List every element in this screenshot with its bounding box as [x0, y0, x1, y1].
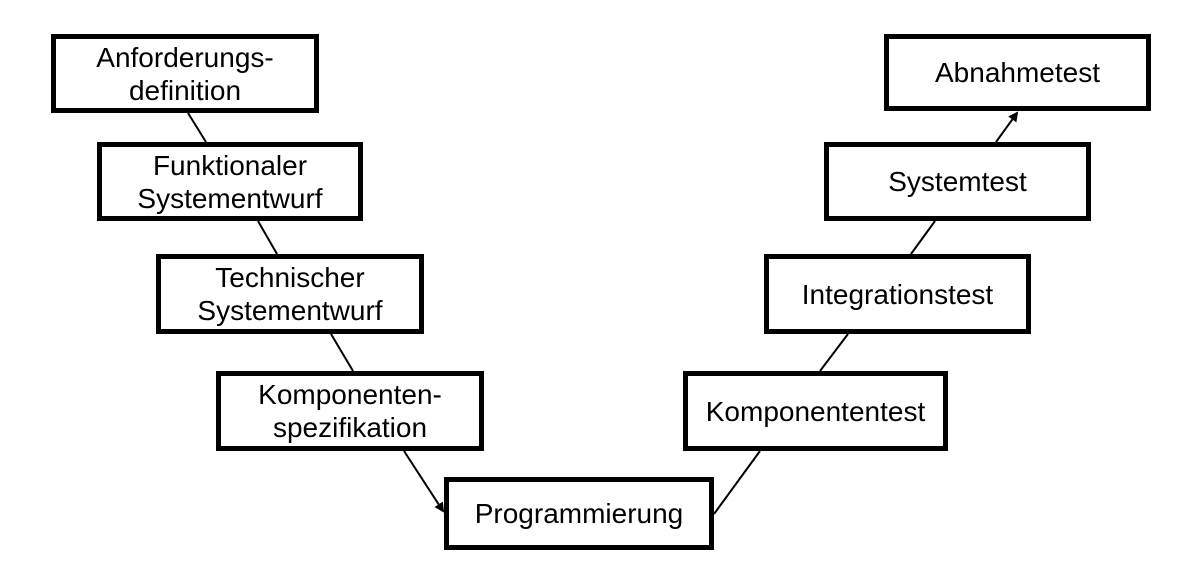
connector-componenttest-integration	[819, 333, 849, 372]
requirements-definition-box: Anforderungs- definition	[51, 34, 319, 113]
component-specification-line1: Komponenten-	[258, 379, 442, 410]
acceptance-test-box: Abnahmetest	[884, 34, 1151, 111]
technical-system-design-line1: Technischer	[215, 262, 365, 293]
connector-requirements-functional	[187, 112, 207, 143]
integration-test-label: Integrationstest	[801, 278, 994, 310]
acceptance-test-label: Abnahmetest	[935, 57, 1100, 88]
requirements-definition-line1: Anforderungs-	[96, 41, 274, 73]
system-test-label: Systemtest	[888, 166, 1027, 197]
component-specification-line2: spezifikation	[272, 412, 428, 443]
component-test-label: Komponententest	[705, 395, 926, 427]
connector-integration-system	[910, 220, 936, 255]
connector-technical-componentspec	[330, 333, 354, 372]
connector-system-acceptance	[995, 111, 1019, 143]
technical-system-design-box: Technischer Systementwurf	[156, 254, 424, 334]
connector-componentspec-programming	[403, 450, 445, 513]
connector-functional-technical	[257, 220, 278, 255]
functional-system-design-line1: Funktionaler	[152, 149, 308, 181]
functional-system-design-line2: Systementwurf	[137, 182, 323, 214]
integration-test-box: Integrationstest	[764, 254, 1031, 334]
programming-box: Programmierung	[444, 477, 714, 550]
technical-system-design-line2: Systementwurf	[197, 295, 383, 326]
programming-label: Programmierung	[474, 498, 684, 529]
connector-programming-componenttest	[713, 450, 761, 515]
system-test-box: Systemtest	[824, 142, 1091, 221]
component-specification-box: Komponenten- spezifikation	[216, 371, 484, 451]
requirements-definition-line2: definition	[128, 74, 242, 106]
component-test-box: Komponententest	[683, 371, 948, 451]
functional-system-design-box: Funktionaler Systementwurf	[97, 142, 363, 221]
